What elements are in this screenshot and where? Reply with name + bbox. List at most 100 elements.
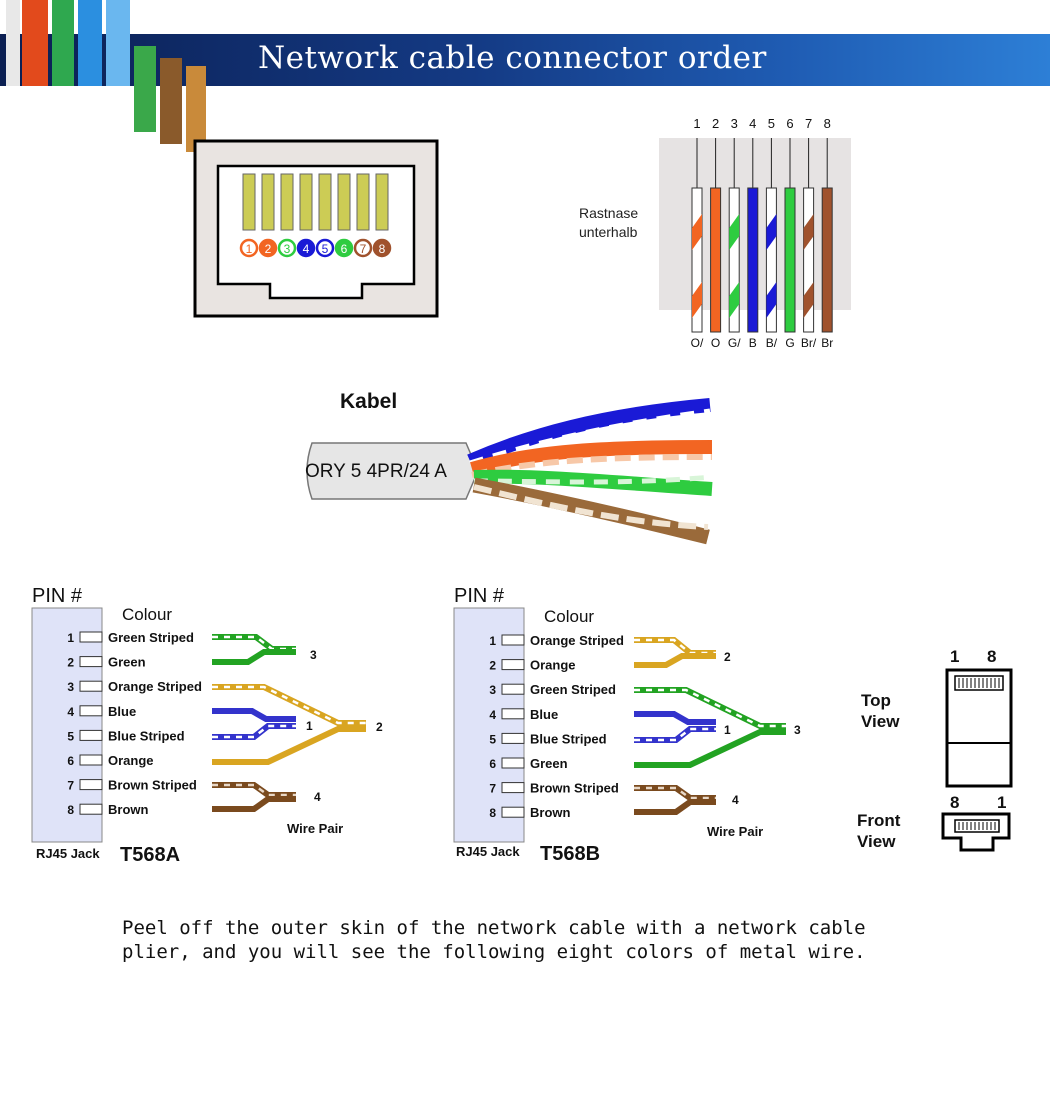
rastnase-wire bbox=[747, 187, 759, 333]
rastnase-number: 5 bbox=[768, 116, 775, 131]
rastnase-wire bbox=[691, 187, 703, 333]
pin-slot bbox=[79, 680, 103, 692]
pin-circle bbox=[258, 238, 278, 258]
pin-num: 5 bbox=[489, 732, 496, 746]
colour-heading: Colour bbox=[544, 607, 594, 626]
rastnase-wire bbox=[803, 187, 815, 333]
jack-pin bbox=[337, 173, 351, 231]
pin-circle bbox=[296, 238, 316, 258]
pin-slot bbox=[501, 683, 525, 695]
pin-num: 2 bbox=[67, 656, 74, 670]
top-pin-left: 1 bbox=[950, 647, 959, 666]
pin-slot bbox=[79, 631, 103, 643]
pin-colour-label: Blue bbox=[108, 704, 136, 719]
wire-orange bbox=[470, 440, 713, 476]
rastnase-wire bbox=[728, 187, 740, 333]
pin-colour-label: Brown bbox=[108, 802, 149, 817]
rastnase-number: 4 bbox=[749, 116, 756, 131]
pin-heading: PIN # bbox=[454, 585, 505, 607]
decor-stripe bbox=[52, 0, 74, 86]
pair-number: 4 bbox=[732, 793, 739, 807]
jack-pin bbox=[242, 173, 256, 231]
jack-label: RJ45 Jack bbox=[456, 844, 520, 859]
rastnase-code: Br bbox=[821, 336, 833, 350]
pin-colour-label: Green Striped bbox=[530, 682, 616, 697]
rastnase-stripe bbox=[692, 214, 702, 250]
decor-stripe bbox=[22, 0, 48, 86]
pin-colour-label: Green bbox=[530, 756, 568, 771]
pin-num: 1 bbox=[67, 631, 74, 645]
rastnase-stripe bbox=[803, 214, 814, 250]
pin-number: 4 bbox=[303, 242, 310, 256]
pin-num: 6 bbox=[489, 757, 496, 771]
wire-green-stripe bbox=[473, 474, 713, 485]
pin-slot bbox=[501, 782, 525, 794]
pin-colour-label: Blue Striped bbox=[108, 728, 185, 743]
wire-pair-label: Wire Pair bbox=[707, 824, 763, 839]
rastnase-code: G/ bbox=[728, 336, 741, 350]
jack-pin bbox=[280, 173, 294, 231]
rastnase-code: B bbox=[749, 336, 757, 350]
pin-colour-label: Orange Striped bbox=[530, 633, 624, 648]
colour-heading: Colour bbox=[122, 605, 172, 624]
pin-number: 7 bbox=[360, 242, 367, 256]
pin-slot bbox=[79, 729, 103, 741]
pin-num: 5 bbox=[67, 729, 74, 743]
front-pin-right: 1 bbox=[997, 793, 1006, 812]
pin-num: 8 bbox=[489, 806, 496, 820]
pin-slot bbox=[79, 656, 103, 668]
pin-num: 3 bbox=[489, 683, 496, 697]
wire-blue-stripe bbox=[469, 408, 711, 466]
pin-slot bbox=[79, 779, 103, 791]
rastnase-stripe bbox=[803, 282, 814, 318]
pin-circle bbox=[315, 238, 335, 258]
jack-label: RJ45 Jack bbox=[36, 846, 100, 861]
pin-num: 8 bbox=[67, 803, 74, 817]
pin-colour-label: Green bbox=[108, 655, 146, 670]
pin-number: 8 bbox=[379, 242, 386, 256]
pin-colour-label: Blue Striped bbox=[530, 731, 607, 746]
pin-slot bbox=[79, 803, 103, 815]
pin-colour-label: Brown bbox=[530, 805, 571, 820]
decor-stripe bbox=[106, 0, 130, 86]
pin-circle bbox=[277, 238, 297, 258]
rastnase-stripe bbox=[729, 282, 740, 318]
pin-slot bbox=[501, 708, 525, 720]
jack-pin bbox=[356, 173, 370, 231]
rastnase-code: G bbox=[785, 336, 794, 350]
pin-num: 7 bbox=[489, 782, 496, 796]
front-pin-left: 8 bbox=[950, 793, 959, 812]
pin-slot bbox=[79, 705, 103, 717]
rastnase-wire bbox=[784, 187, 796, 333]
pin-slot bbox=[501, 806, 525, 818]
rastnase-number: 6 bbox=[786, 116, 793, 131]
cable-title: Kabel bbox=[340, 390, 397, 413]
pin-circle bbox=[353, 238, 373, 258]
standard-label: T568B bbox=[540, 843, 600, 865]
wire-orange-stripe bbox=[471, 454, 713, 478]
caption-line: Peel off the outer skin of the network c… bbox=[122, 917, 866, 939]
rastnase-number: 1 bbox=[693, 116, 700, 131]
rastnase-number: 7 bbox=[805, 116, 812, 131]
jack-panel bbox=[31, 607, 103, 843]
rastnase-wire bbox=[821, 187, 833, 333]
rastnase-stripe bbox=[692, 282, 702, 318]
pin-heading: PIN # bbox=[32, 585, 83, 607]
standard-label: T568A bbox=[120, 844, 180, 866]
front-view-label: Front bbox=[857, 811, 901, 830]
rastnase-number: 2 bbox=[712, 116, 719, 131]
pin-colour-label: Blue bbox=[530, 707, 558, 722]
wire-brown bbox=[472, 477, 710, 545]
pin-num: 4 bbox=[489, 708, 496, 722]
jack-panel bbox=[453, 607, 525, 843]
pin-circle bbox=[372, 238, 392, 258]
front-view-label: View bbox=[857, 832, 896, 851]
pair-number: 2 bbox=[376, 720, 383, 734]
pair-number: 2 bbox=[724, 650, 731, 664]
rastnase-code: O/ bbox=[691, 336, 704, 350]
pin-num: 3 bbox=[67, 680, 74, 694]
wire-pair-label: Wire Pair bbox=[287, 821, 343, 836]
top-view-label: Top bbox=[861, 691, 891, 710]
